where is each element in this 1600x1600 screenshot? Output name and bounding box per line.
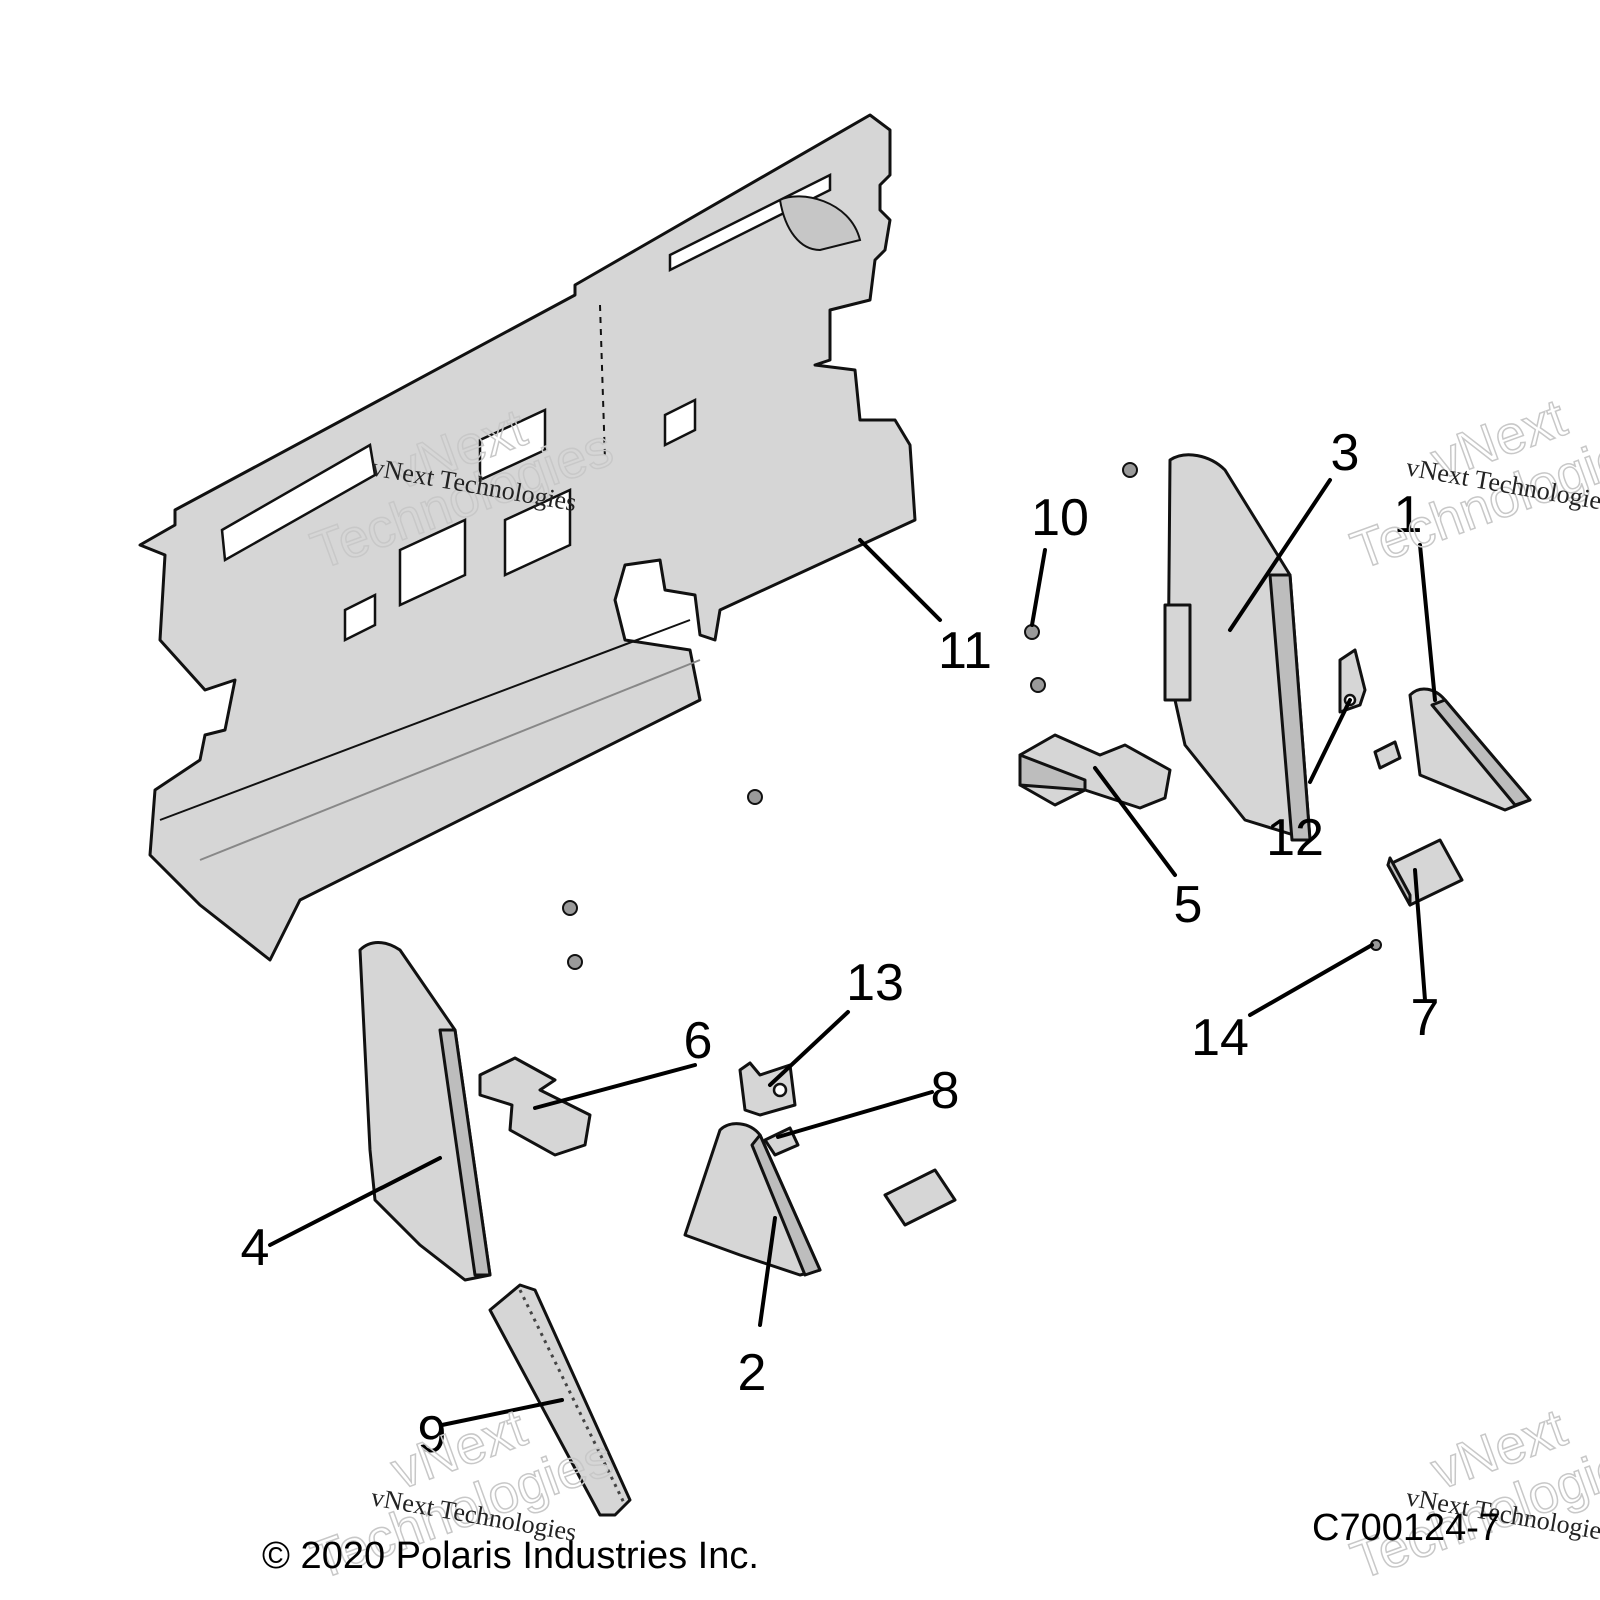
wedge-part-2 <box>683 1122 822 1277</box>
side-panel-part-4 <box>358 941 492 1282</box>
fasteners <box>562 462 1382 970</box>
copyright-text: © 2020 Polaris Industries Inc. <box>262 1535 759 1577</box>
side-panel-part-3 <box>1163 453 1312 842</box>
callout-11: 11 <box>938 622 992 680</box>
callout-6: 6 <box>684 1012 713 1070</box>
callout-4: 4 <box>241 1219 270 1277</box>
drawing-number: C700124-7 <box>1312 1507 1500 1549</box>
screw-icon <box>1122 462 1138 478</box>
foam-block-part-5 <box>1018 733 1172 810</box>
callout-13: 13 <box>846 954 904 1012</box>
screw-icon <box>747 789 763 805</box>
callout-2: 2 <box>738 1344 767 1402</box>
callout-1: 1 <box>1394 486 1423 544</box>
bracket-part-12 <box>1338 648 1367 714</box>
pad-part <box>883 1168 957 1227</box>
callout-5: 5 <box>1174 876 1203 934</box>
callout-14: 14 <box>1191 1009 1249 1067</box>
callout-7: 7 <box>1411 989 1440 1047</box>
screw-icon <box>1024 624 1040 640</box>
pad-part-7 <box>1386 838 1464 907</box>
back-panel-part-11 <box>138 113 917 962</box>
callout-3: 3 <box>1331 424 1360 482</box>
callout-8: 8 <box>931 1062 960 1120</box>
screw-icon <box>562 900 578 916</box>
leader-lines <box>268 478 1437 1427</box>
callout-10: 10 <box>1031 489 1089 547</box>
screw-icon <box>1030 677 1046 693</box>
callout-labels: 1 2 3 4 5 6 7 8 9 10 11 12 13 14 <box>241 424 1440 1464</box>
callout-12: 12 <box>1266 809 1324 867</box>
screw-icon <box>567 954 583 970</box>
callout-9: 9 <box>418 1406 447 1464</box>
clip-part <box>1373 740 1402 770</box>
wedge-part-1 <box>1408 687 1532 812</box>
